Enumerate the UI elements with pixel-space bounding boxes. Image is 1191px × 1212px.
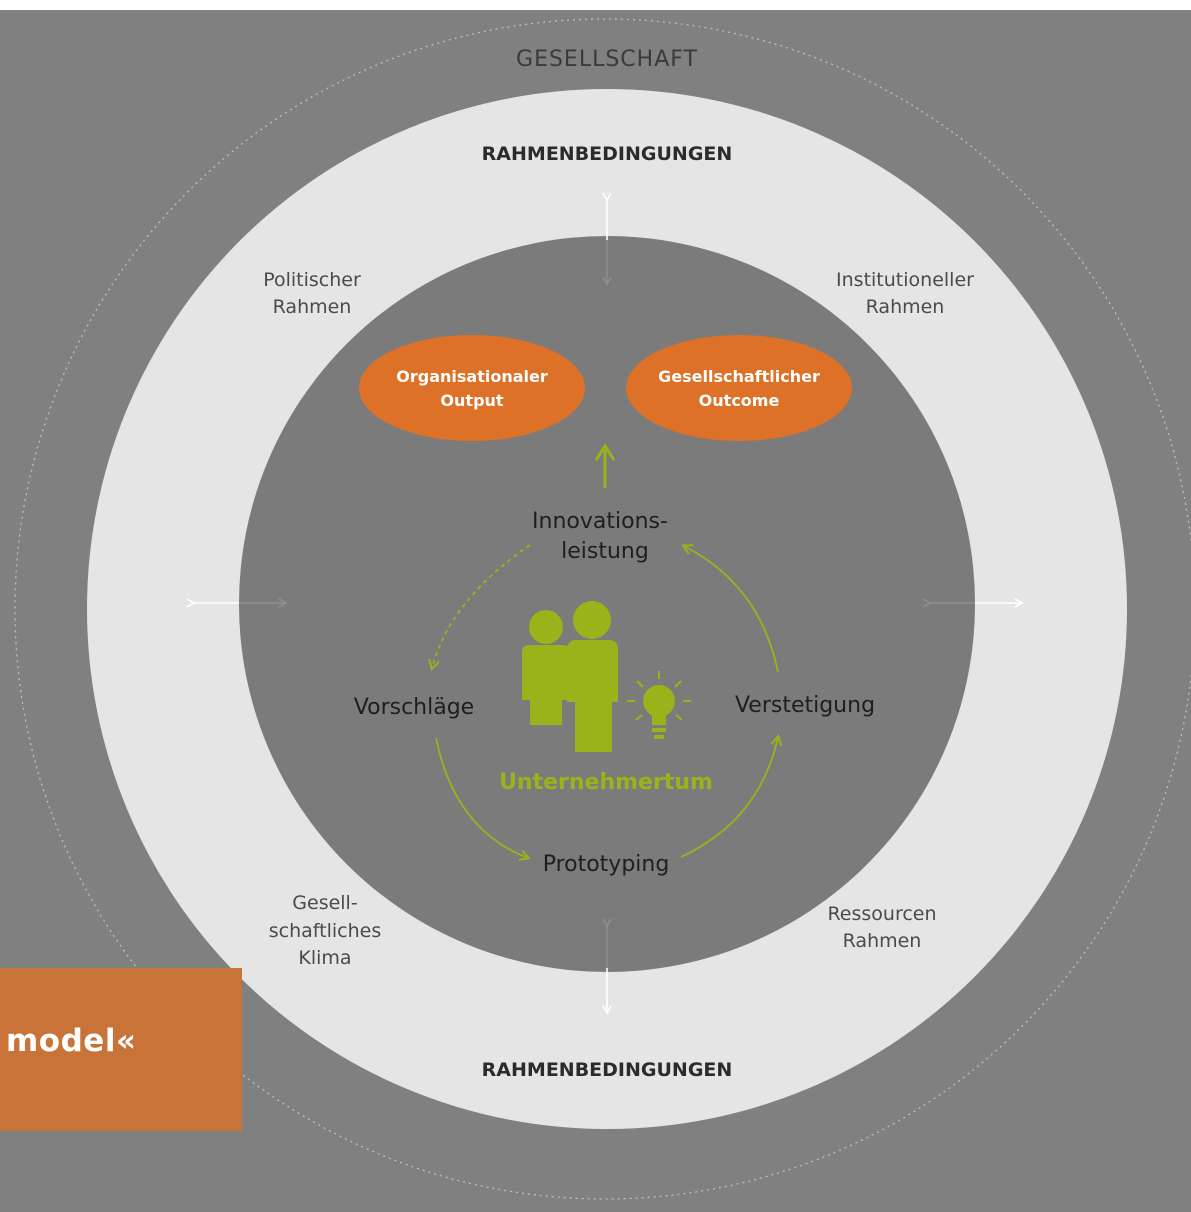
cycle-arrow-dashed xyxy=(432,544,531,668)
ring-bottom-label: RAHMENBEDINGUNGEN xyxy=(482,1059,733,1081)
center-label: Unternehmertum xyxy=(499,770,713,795)
output-organisational-line2: Output xyxy=(440,391,503,410)
cycle-arrow-bottom-right xyxy=(680,737,778,858)
frame-societal-line2: schaftliches xyxy=(269,920,381,942)
ring-top-label: RAHMENBEDINGUNGEN xyxy=(482,143,733,165)
cycle-top-line2: leistung xyxy=(561,539,649,564)
frame-resources: Ressourcen Rahmen xyxy=(827,903,936,952)
frame-societal: Gesell- schaftliches Klima xyxy=(269,892,381,969)
output-ellipse-organisational: Organisationaler Output xyxy=(359,335,585,441)
cycle-left-label: Vorschläge xyxy=(354,695,474,720)
output-societal-line2: Outcome xyxy=(699,391,780,410)
frame-institutional-line1: Institutioneller xyxy=(836,269,974,291)
frame-political: Politischer Rahmen xyxy=(263,269,361,318)
frame-institutional: Institutioneller Rahmen xyxy=(836,269,974,318)
two-people-icon xyxy=(522,601,618,752)
frame-institutional-line2: Rahmen xyxy=(866,296,945,318)
output-ellipse-societal: Gesellschaftlicher Outcome xyxy=(626,335,852,441)
cycle-right-label: Verstetigung xyxy=(735,693,875,718)
frame-resources-line1: Ressourcen xyxy=(827,903,936,925)
output-societal-line1: Gesellschaftlicher xyxy=(658,367,820,386)
lightbulb-icon xyxy=(627,671,691,739)
society-label: GESELLSCHAFT xyxy=(516,47,698,72)
cycle-top-line1: Innovations- xyxy=(532,509,668,534)
cycle-bottom-label: Prototyping xyxy=(543,852,670,877)
frame-resources-line2: Rahmen xyxy=(843,930,922,952)
frame-societal-line3: Klima xyxy=(298,947,351,969)
model-badge-label: model« xyxy=(6,1023,137,1059)
frame-societal-line1: Gesell- xyxy=(292,892,357,914)
cycle-arrow-top-right xyxy=(684,546,779,673)
frame-political-line2: Rahmen xyxy=(273,296,352,318)
model-badge: model« xyxy=(0,968,242,1131)
arrow-up-icon xyxy=(594,443,616,488)
output-organisational-line1: Organisationaler xyxy=(396,367,548,386)
cycle-arrow-bottom-left xyxy=(435,737,528,858)
frame-political-line1: Politischer xyxy=(263,269,361,291)
